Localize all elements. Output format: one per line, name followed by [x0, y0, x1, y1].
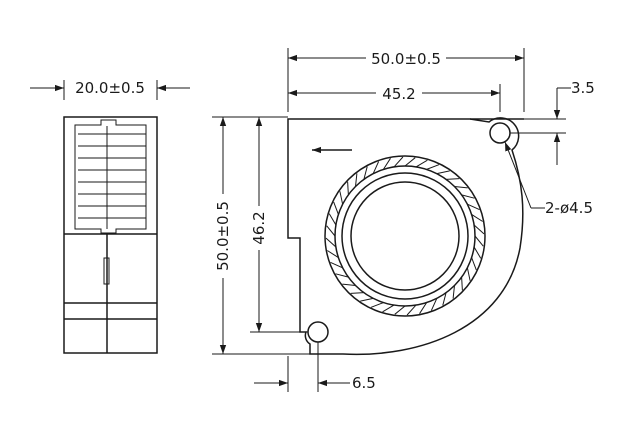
hole-height-label: 46.2	[250, 211, 268, 244]
top-offset-label: 3.5	[571, 79, 595, 97]
impeller-blade	[360, 297, 374, 302]
bottom-offset-label: 6.5	[352, 374, 376, 392]
impeller-blade	[446, 178, 460, 180]
impeller-blade	[363, 166, 368, 180]
impeller-blade	[327, 250, 339, 259]
impeller-blade	[419, 302, 428, 314]
impeller-blade	[436, 170, 450, 175]
impeller-blade	[333, 201, 339, 215]
impeller-blade	[466, 267, 471, 281]
side-grille-slots	[78, 126, 146, 229]
impeller-blade	[370, 302, 384, 308]
impeller-blade	[461, 194, 475, 199]
impeller-blade	[393, 156, 404, 168]
impeller-blade	[471, 257, 477, 271]
impeller-blade	[426, 164, 440, 170]
impeller-blade	[350, 292, 364, 294]
impeller-blade	[382, 158, 391, 170]
impeller-blade	[452, 285, 455, 299]
impeller-blade	[471, 213, 483, 222]
front-view: 50.0±0.5 45.2 3.5 2-ø4.5 50.0±0.5 46.2	[212, 48, 595, 392]
impeller-blade	[330, 261, 343, 269]
impeller-blade	[430, 298, 438, 311]
impeller-blade	[461, 277, 463, 291]
impeller-blade	[347, 181, 349, 195]
side-view: 20.0±0.5	[30, 79, 190, 354]
impeller-blade	[454, 186, 468, 189]
impeller-blade	[415, 159, 428, 168]
impeller-blade	[467, 203, 480, 211]
impeller-blade	[326, 225, 336, 237]
top-mount-hole	[489, 122, 511, 144]
impeller-blade	[406, 304, 417, 316]
impeller	[324, 155, 486, 317]
hole-span-label: 45.2	[382, 85, 415, 103]
impeller-blade	[473, 246, 482, 259]
front-width-label: 50.0±0.5	[371, 50, 441, 68]
impeller-blade	[328, 213, 337, 226]
impeller-blade	[394, 305, 406, 315]
impeller-blade	[404, 157, 416, 167]
bottom-mount-hole	[307, 321, 329, 343]
housing-outline	[287, 117, 524, 356]
side-width-label: 20.0±0.5	[75, 79, 145, 97]
impeller-blade	[355, 173, 358, 187]
impeller-blade	[325, 237, 337, 248]
impeller-blade	[473, 224, 485, 235]
impeller-blade	[335, 273, 349, 278]
height-label: 50.0±0.5	[214, 201, 232, 271]
impeller-blade	[372, 161, 380, 174]
impeller-blade	[342, 283, 356, 286]
impeller-blade	[474, 235, 484, 247]
hole-diameter-label: 2-ø4.5	[545, 199, 593, 217]
impeller-blade	[382, 304, 395, 313]
impeller-blade	[442, 292, 447, 306]
impeller-blade	[339, 191, 344, 205]
